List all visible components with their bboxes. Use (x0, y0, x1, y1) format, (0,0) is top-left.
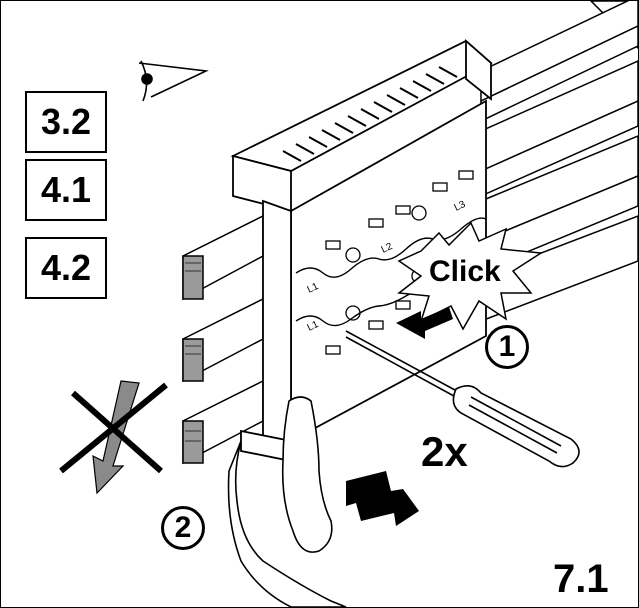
reference-3-2: 3.2 (25, 91, 107, 153)
step-2: 2 (161, 506, 205, 550)
pull-direction-arrow-icon (346, 471, 419, 526)
click-burst (397, 221, 544, 331)
repeat-label: 2x (421, 428, 468, 475)
eye-view-icon (138, 60, 209, 102)
click-label: Click (429, 255, 501, 288)
figure-number: 7.1 (553, 557, 609, 601)
left-bars (182, 214, 264, 465)
screwdriver (345, 330, 580, 468)
hand (227, 396, 347, 607)
no-tilt-prohibited-icon (59, 380, 168, 495)
reference-4-1: 4.1 (25, 159, 107, 221)
terminal-label-l1-bottom: L1 (306, 319, 321, 334)
terminal-label-l2: L2 (380, 241, 395, 256)
push-arrow (396, 307, 453, 339)
reference-4-2: 4.2 (25, 237, 107, 299)
cover-vents (282, 66, 458, 162)
terminal-label-l1-top: L1 (306, 281, 321, 296)
terminal-label-l3: L3 (453, 199, 468, 214)
step-1: 1 (485, 325, 529, 369)
din-rails (480, 1, 638, 323)
